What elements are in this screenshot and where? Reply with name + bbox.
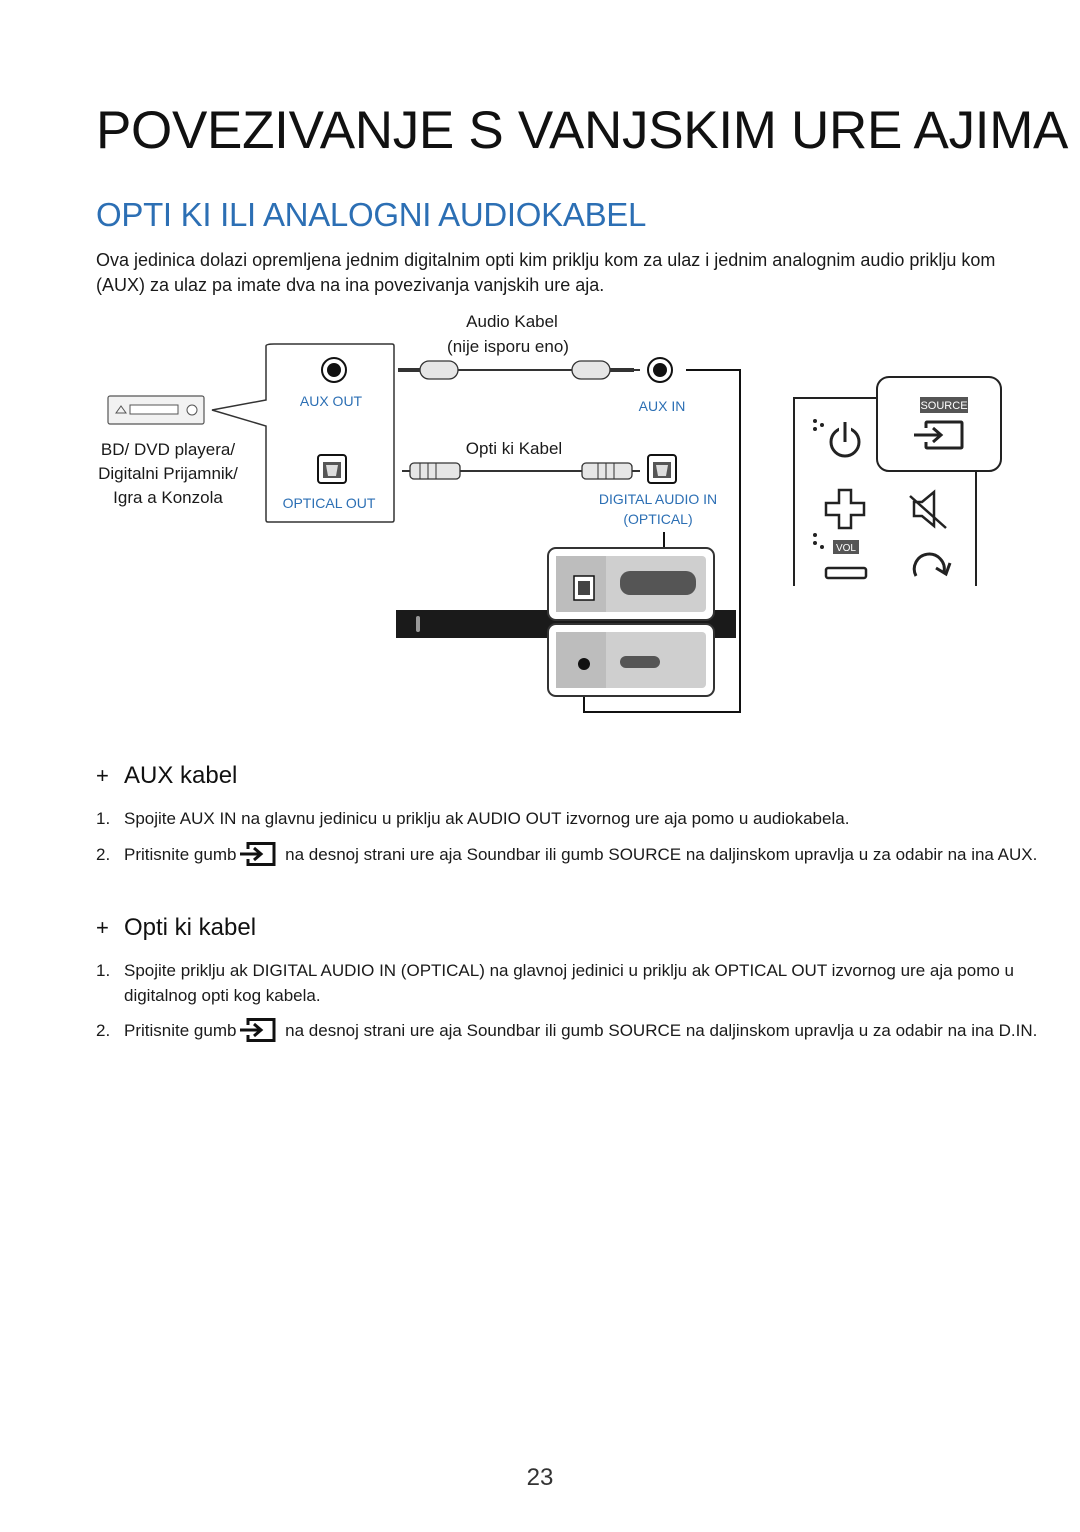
device-label-line1: BD/ DVD playera/ <box>101 440 235 459</box>
step-number: 2. <box>96 845 111 864</box>
aux-out-jack <box>321 357 347 383</box>
soundbar-aux-port-zoom <box>547 623 715 697</box>
optical-cable-heading: + Opti ki kabel <box>96 914 256 942</box>
device-label-line3: Igra a Konzola <box>113 488 223 507</box>
page-title: POVEZIVANJE S VANJSKIM URE AJIMA <box>96 101 1069 160</box>
source-input-icon <box>240 842 276 866</box>
optical-step-2: 2. Pritisnite gumb na desnoj strani ure … <box>96 1018 1056 1043</box>
remote-source-label: SOURCE <box>920 400 967 412</box>
step-number: 1. <box>96 809 111 828</box>
optical-cable-label: Opti ki Kabel <box>466 439 562 458</box>
optical-out-label: OPTICAL OUT <box>283 495 376 511</box>
aux-out-label: AUX OUT <box>300 393 363 409</box>
bd-dvd-player-icon <box>107 395 205 425</box>
step-text: Pritisnite gumb na desnoj strani ure aja… <box>124 1018 1056 1043</box>
page-number: 23 <box>526 1464 554 1491</box>
audio-cable <box>398 360 640 380</box>
aux-in-label: AUX IN <box>639 398 686 414</box>
aux-in-jack <box>647 357 673 383</box>
mute-icon[interactable] <box>909 489 947 529</box>
section-subtitle: OPTI KI ILI ANALOGNI AUDIOKABEL <box>96 196 647 233</box>
remote-control-panel: SOURCE VOL <box>793 376 1002 586</box>
minus-icon[interactable] <box>824 566 868 580</box>
optical-out-jack <box>317 454 347 484</box>
digital-audio-in-label: DIGITAL AUDIO IN <box>599 491 717 507</box>
plus-bullet-icon: + <box>96 915 109 940</box>
optical-paren-label: (OPTICAL) <box>623 511 692 527</box>
step-number: 2. <box>96 1021 111 1040</box>
digital-audio-in-jack <box>647 454 677 484</box>
source-input-icon <box>240 1018 276 1042</box>
not-supplied-label: (nije isporu eno) <box>447 337 569 356</box>
step-text-after: na desnoj strani ure aja Soundbar ili gu… <box>280 845 1038 864</box>
intro-paragraph: Ova jedinica dolazi opremljena jednim di… <box>96 250 996 295</box>
optical-cable <box>402 462 640 480</box>
remote-vol-label: VOL <box>836 543 856 554</box>
source-device-panel <box>211 343 395 523</box>
optical-step-1: 1. Spojite priklju ak DIGITAL AUDIO IN (… <box>96 958 1056 1008</box>
plus-icon[interactable] <box>824 488 866 530</box>
source-input-icon[interactable] <box>914 420 964 450</box>
audio-cable-label: Audio Kabel <box>466 312 558 331</box>
step-text: Pritisnite gumb na desnoj strani ure aja… <box>124 842 1056 867</box>
device-label-line2: Digitalni Prijamnik/ <box>98 464 238 483</box>
connection-diagram: Audio Kabel (nije isporu eno) AUX OUT OP… <box>98 312 1002 713</box>
step-text-after: na desnoj strani ure aja Soundbar ili gu… <box>280 1021 1038 1040</box>
soundbar-indicator <box>416 616 420 632</box>
plus-bullet-icon: + <box>96 763 109 788</box>
step-text: Spojite AUX IN na glavnu jedinicu u prik… <box>124 809 850 828</box>
soundbar-optical-port-zoom <box>547 547 715 621</box>
aux-cable-heading: + AUX kabel <box>96 762 237 790</box>
aux-step-2: 2. Pritisnite gumb na desnoj strani ure … <box>96 842 1056 867</box>
step-text-before: Pritisnite gumb <box>124 845 237 864</box>
aux-cable-heading-text: AUX kabel <box>124 762 238 789</box>
step-text: Spojite priklju ak DIGITAL AUDIO IN (OPT… <box>124 961 1015 1005</box>
repeat-icon[interactable] <box>912 552 952 577</box>
optical-cable-heading-text: Opti ki kabel <box>124 914 257 941</box>
power-icon[interactable] <box>829 422 861 458</box>
step-text-before: Pritisnite gumb <box>124 1021 237 1040</box>
step-number: 1. <box>96 961 111 980</box>
aux-step-1: 1. Spojite AUX IN na glavnu jedinicu u p… <box>96 806 1056 831</box>
